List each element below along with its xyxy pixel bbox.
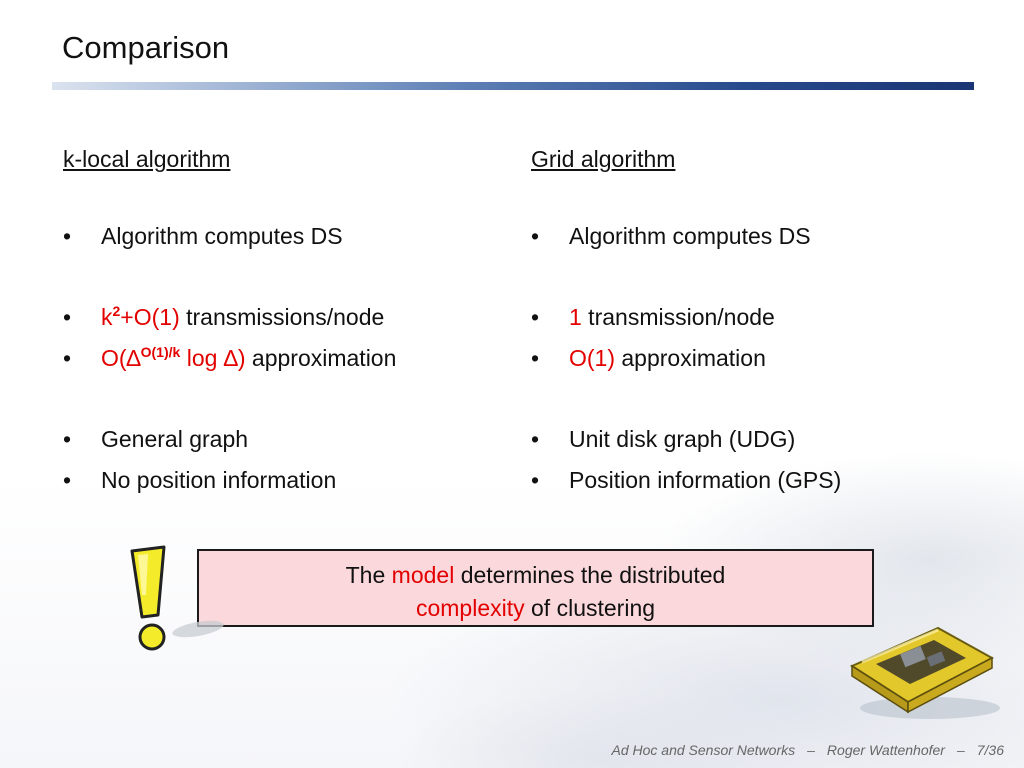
left-column: k-local algorithm • Algorithm computes D… bbox=[63, 144, 503, 501]
bullet-icon: • bbox=[63, 426, 72, 452]
footer-author: Roger Wattenhofer bbox=[826, 742, 945, 758]
footer-separator: – bbox=[956, 742, 965, 758]
list-item: • k2+O(1) transmissions/node bbox=[63, 297, 503, 338]
page-number: 7/36 bbox=[976, 742, 1004, 758]
list-item: • O(1) approximation bbox=[531, 338, 971, 379]
page-title: Comparison bbox=[62, 30, 230, 65]
right-bullet-list: • Algorithm computes DS • 1 transmission… bbox=[531, 216, 971, 501]
bullet-icon: • bbox=[531, 223, 540, 249]
sensor-device-image bbox=[849, 626, 1000, 719]
footer-separator: – bbox=[807, 742, 815, 758]
bullet-icon: • bbox=[531, 304, 540, 330]
bullet-icon: • bbox=[531, 345, 540, 371]
bullet-icon: • bbox=[63, 467, 72, 493]
list-item: • 1 transmission/node bbox=[531, 297, 971, 338]
list-item: • Algorithm computes DS bbox=[531, 216, 971, 257]
right-column-heading: Grid algorithm bbox=[531, 146, 676, 172]
footer-course: Ad Hoc and Sensor Networks bbox=[611, 742, 796, 758]
list-item: • General graph bbox=[63, 419, 503, 460]
right-column: Grid algorithm • Algorithm computes DS •… bbox=[531, 144, 971, 501]
list-item: • No position information bbox=[63, 460, 503, 501]
bullet-icon: • bbox=[531, 467, 540, 493]
bullet-icon: • bbox=[531, 426, 540, 452]
callout-box: The model determines the distributed com… bbox=[197, 549, 874, 627]
footer: Ad Hoc and Sensor Networks–Roger Wattenh… bbox=[611, 742, 1004, 758]
bullet-icon: • bbox=[63, 345, 72, 371]
callout-line-2: complexity of clustering bbox=[415, 595, 656, 621]
list-item: • Algorithm computes DS bbox=[63, 216, 503, 257]
callout-line-1: The model determines the distributed bbox=[345, 562, 726, 588]
bullet-icon: • bbox=[63, 304, 72, 330]
list-item: • O(∆O(1)/k log ∆) approximation bbox=[63, 338, 503, 379]
title-underline-bar bbox=[52, 82, 974, 90]
left-bullet-list: • Algorithm computes DS • k2+O(1) transm… bbox=[63, 216, 503, 501]
list-item: • Unit disk graph (UDG) bbox=[531, 419, 971, 460]
left-column-heading: k-local algorithm bbox=[63, 146, 231, 172]
list-item: • Position information (GPS) bbox=[531, 460, 971, 501]
bullet-icon: • bbox=[63, 223, 72, 249]
exclamation-icon bbox=[130, 545, 224, 651]
